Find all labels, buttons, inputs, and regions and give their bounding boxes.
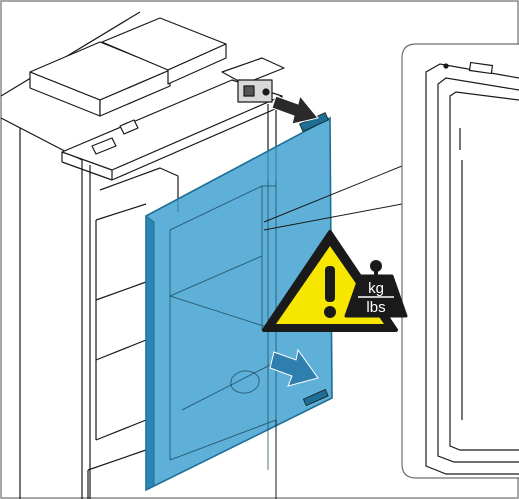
- swing-arrow: [269, 348, 319, 387]
- weight-icon: [344, 260, 408, 318]
- detail-frame: [401, 43, 519, 479]
- door-bottom-clip: [302, 388, 329, 407]
- arrow-icon: [271, 94, 319, 125]
- weight-symbol: kg lbs: [344, 260, 408, 318]
- appliance-cabinet: [0, 11, 285, 499]
- weight-unit-kg: kg: [368, 280, 384, 297]
- arrow-icon: [269, 348, 319, 387]
- weight-unit-lbs: lbs: [366, 299, 385, 316]
- door-panel-edge: [145, 215, 155, 491]
- pull-arrow: [271, 94, 319, 125]
- detail-door: [425, 61, 519, 475]
- top-hinge: [221, 57, 285, 103]
- leader-lines: [263, 165, 403, 499]
- detail-callout: [401, 43, 519, 479]
